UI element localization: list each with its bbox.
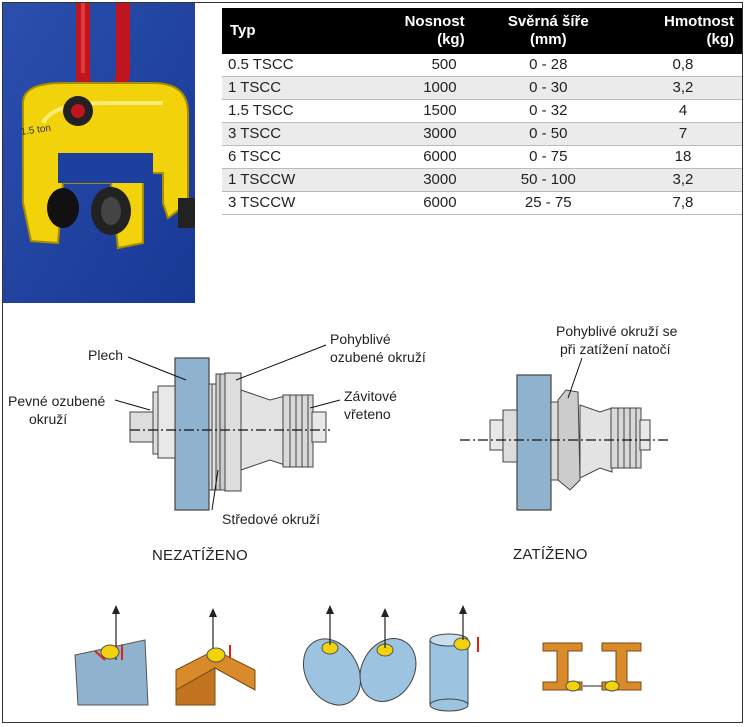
caption-zatizeno: ZATÍŽENO — [513, 546, 588, 563]
table-cell: 3 TSCCW — [222, 191, 347, 215]
loaded-diagram — [460, 357, 670, 511]
table-cell: 0 - 30 — [472, 76, 624, 100]
table-cell: 3,2 — [623, 76, 742, 100]
table-cell: 25 - 75 — [472, 191, 624, 215]
header-sverna-sire: Svěrná šíře(mm) — [472, 8, 624, 54]
table-cell: 3000 — [346, 122, 473, 146]
table-cell: 0 - 50 — [472, 122, 624, 146]
caption-nezatizeno: NEZATÍŽENO — [152, 547, 248, 564]
table-cell: 0 - 28 — [472, 54, 624, 77]
table-cell: 3 TSCC — [222, 122, 347, 146]
label-pohyblive-line2: ozubené okruží — [330, 349, 426, 365]
header-nosnost: Nosnost(kg) — [346, 8, 473, 54]
label-stredove: Středové okruží — [222, 511, 321, 527]
svg-text:1.5 ton: 1.5 ton — [20, 123, 52, 138]
table-cell: 0.5 TSCC — [222, 54, 347, 77]
label-zavitove-line1: Závitové — [344, 388, 397, 404]
table-cell: 50 - 100 — [472, 168, 624, 192]
spec-table: Typ Nosnost(kg) Svěrná šíře(mm) Hmotnost… — [222, 8, 742, 215]
table-cell: 3000 — [346, 168, 473, 192]
table-cell: 6000 — [346, 191, 473, 215]
label-natoci-line2: při zatížení natočí — [560, 341, 671, 357]
table-cell: 7 — [623, 122, 742, 146]
product-photo: 1.5 ton — [3, 3, 195, 303]
table-cell: 1000 — [346, 76, 473, 100]
header-typ: Typ — [222, 8, 347, 54]
table-cell: 0 - 75 — [472, 145, 624, 169]
usage-pictograms — [74, 605, 642, 712]
label-plech: Plech — [88, 347, 124, 363]
label-pohyblive-line1: Pohyblivé — [330, 331, 391, 347]
table-cell: 6 TSCC — [222, 145, 347, 169]
unloaded-diagram — [114, 344, 341, 511]
label-zavitove-line2: vřeteno — [344, 406, 391, 422]
table-cell: 3,2 — [623, 168, 742, 192]
table-cell: 1.5 TSCC — [222, 99, 347, 123]
table-cell: 6000 — [346, 145, 473, 169]
table-cell: 1 TSCCW — [222, 168, 347, 192]
table-cell: 18 — [623, 145, 742, 169]
label-pevne-line1: Pevné ozubené — [8, 393, 106, 409]
table-header-row: Typ Nosnost(kg) Svěrná šíře(mm) Hmotnost… — [222, 8, 742, 54]
table-cell: 4 — [623, 99, 742, 123]
table-cell: 1 TSCC — [222, 76, 347, 100]
table-cell: 0 - 32 — [472, 99, 624, 123]
table-cell: 500 — [346, 54, 473, 77]
label-pevne-line2: okruží — [29, 411, 68, 427]
header-hmotnost: Hmotnost(kg) — [623, 8, 742, 54]
clamp-photo-icon: 1.5 ton — [3, 3, 195, 303]
label-natoci-line1: Pohyblivé okruží se — [556, 323, 678, 339]
table-cell: 0,8 — [623, 54, 742, 77]
table-cell: 1500 — [346, 99, 473, 123]
table-cell: 7,8 — [623, 191, 742, 215]
